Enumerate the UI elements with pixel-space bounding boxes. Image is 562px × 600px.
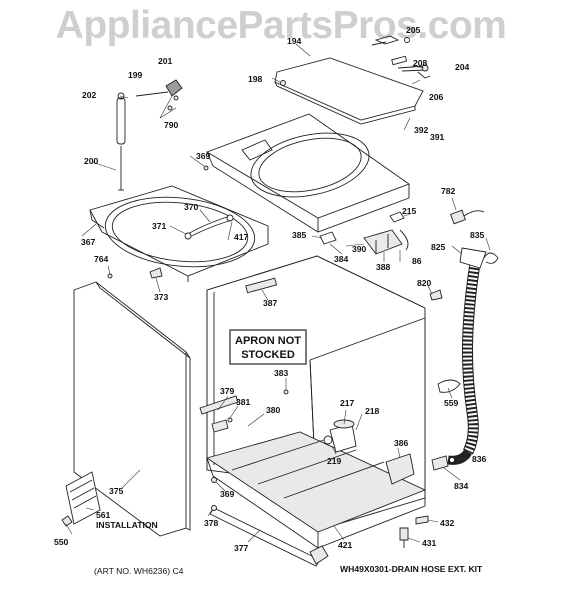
strap-parts (184, 214, 234, 240)
valve-part (323, 419, 357, 453)
callout-86: 86 (412, 256, 422, 266)
callout-379: 379 (220, 386, 235, 396)
callout-369a: 369 (196, 151, 211, 161)
callout-391: 391 (430, 132, 445, 142)
apron-note-line1: APRON NOT (235, 335, 301, 347)
callout-386: 386 (394, 438, 409, 448)
callout-194: 194 (287, 36, 302, 46)
callout-432: 432 (440, 518, 455, 528)
apron-note-box: APRON NOT STOCKED (229, 329, 307, 365)
callout-561: 561 (96, 510, 111, 520)
callout-198: 198 (248, 74, 263, 84)
callout-202: 202 (82, 90, 97, 100)
callout-375: 375 (109, 486, 124, 496)
lid-part (274, 57, 424, 125)
top-frame-part (89, 185, 269, 282)
callout-218: 218 (365, 406, 380, 416)
handle-bar-part (245, 277, 278, 294)
art-number-label: (ART NO. WH6236) C4 (94, 566, 184, 576)
bottom-rail-part (209, 507, 329, 567)
side-rail-parts (199, 395, 239, 433)
callout-825: 825 (431, 242, 446, 252)
bracket-part (385, 453, 415, 485)
callout-367: 367 (81, 237, 96, 247)
callout-380: 380 (266, 405, 281, 415)
bolt-part (61, 515, 73, 527)
callout-labels: 194 205 208 204 206 199 201 202 198 790 … (54, 25, 487, 553)
callout-204: 204 (455, 62, 470, 72)
leader-lines (65, 43, 491, 543)
callout-381: 381 (236, 397, 251, 407)
callout-790: 790 (164, 120, 179, 130)
callout-371: 371 (152, 221, 167, 231)
fastener-parts (203, 165, 217, 511)
callout-559: 559 (444, 398, 459, 408)
callout-782: 782 (441, 186, 456, 196)
installation-sheet-part (65, 471, 101, 525)
callout-764: 764 (94, 254, 109, 264)
callout-388: 388 (376, 262, 391, 272)
lid-hinge-parts (371, 35, 431, 79)
callout-378: 378 (204, 518, 219, 528)
watermark: AppliancePartsPros.com (55, 4, 507, 47)
drain-hose-part (447, 247, 487, 465)
hose-clip-part (483, 252, 499, 264)
kit-label: WH49X0301-DRAIN HOSE EXT. KIT (340, 564, 483, 574)
screw-parts (399, 515, 429, 548)
callout-200: 200 (84, 156, 99, 166)
callout-820: 820 (417, 278, 432, 288)
cabinet-body-part (205, 255, 427, 549)
cord-part (450, 209, 485, 225)
callout-217: 217 (340, 398, 355, 408)
callout-206: 206 (429, 92, 444, 102)
callout-384: 384 (334, 254, 349, 264)
callout-219: 219 (327, 456, 342, 466)
callout-550: 550 (54, 537, 69, 547)
callout-377: 377 (234, 543, 249, 553)
callout-370: 370 (184, 202, 199, 212)
callout-369b: 369 (220, 489, 235, 499)
callout-208: 208 (413, 58, 428, 68)
switch-parts (319, 211, 409, 255)
apron-note-line2: STOCKED (241, 349, 295, 361)
callout-201: 201 (158, 56, 173, 66)
callout-417: 417 (234, 232, 249, 242)
callout-836: 836 (472, 454, 487, 464)
callout-835: 835 (470, 230, 485, 240)
callout-385: 385 (292, 230, 307, 240)
callout-383: 383 (274, 368, 289, 378)
callout-205: 205 (406, 25, 421, 35)
callout-390: 390 (352, 244, 367, 254)
callout-392: 392 (414, 125, 429, 135)
suspension-rod-parts (116, 79, 286, 191)
callout-387: 387 (263, 298, 278, 308)
front-panel-part (73, 281, 191, 537)
callout-199: 199 (128, 70, 143, 80)
callout-421: 421 (338, 540, 353, 550)
callout-373: 373 (154, 292, 169, 302)
callout-834: 834 (454, 481, 469, 491)
callout-215: 215 (402, 206, 417, 216)
callout-431: 431 (422, 538, 437, 548)
cabinet-cover-part (205, 113, 410, 233)
installation-label: INSTALLATION (96, 520, 158, 530)
